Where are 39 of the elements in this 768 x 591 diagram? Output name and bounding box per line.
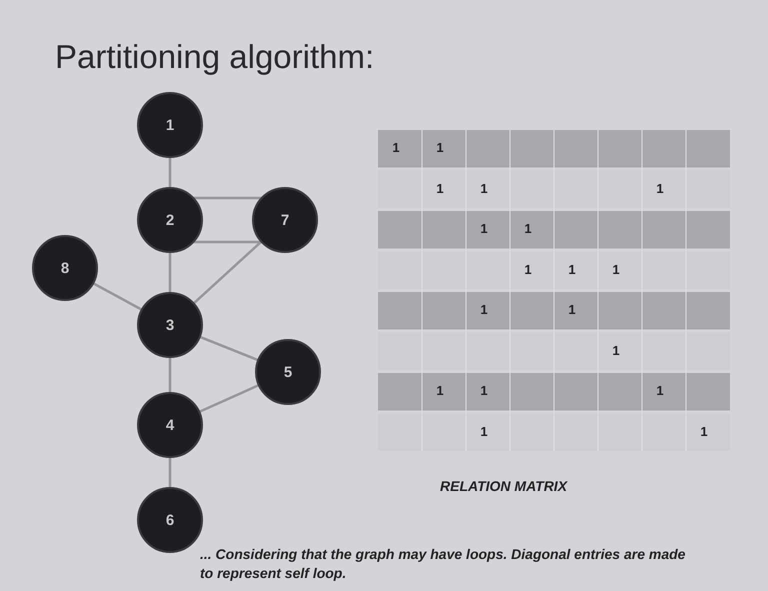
graph-edge-line <box>199 336 259 362</box>
matrix-entry: 1 <box>611 262 621 276</box>
graph-edge-line <box>168 457 172 488</box>
matrix-entry: 1 <box>435 180 445 196</box>
matrix-entry: 1 <box>567 262 577 276</box>
vertex-number: 1 <box>166 116 174 134</box>
matrix-entry: 1 <box>479 180 489 196</box>
graph-edge-line <box>168 252 172 293</box>
matrix-entry: 1 <box>479 383 489 398</box>
matrix-entry: 1 <box>435 140 445 155</box>
matrix-entry: 1 <box>479 221 489 236</box>
vertex-number: 4 <box>166 416 174 434</box>
matrix-entry: 1 <box>479 424 489 438</box>
matrix-entry: 1 <box>699 424 709 438</box>
matrix-entry: 1 <box>611 342 621 358</box>
vertex-number: 5 <box>284 364 292 380</box>
graph-edge-line <box>92 282 142 311</box>
matrix-entry: 1 <box>523 221 533 236</box>
vertex-number: 7 <box>280 212 290 228</box>
matrix-entry: 1 <box>479 302 489 317</box>
graph-edge-line <box>194 240 262 244</box>
vertex-number: 3 <box>166 316 174 334</box>
title: Partitioning algorithm: <box>55 38 374 76</box>
matrix-entry: 1 <box>655 180 665 196</box>
vertex-number: 8 <box>60 260 70 276</box>
vertex-number: 6 <box>166 512 174 528</box>
graph-edge-line <box>168 357 172 393</box>
matrix-entry: 1 <box>567 302 577 317</box>
matrix-entry: 1 <box>523 262 533 276</box>
matrix-entry: 1 <box>435 383 445 398</box>
graph-edge-line <box>168 157 172 188</box>
graph-edge-line <box>198 384 260 414</box>
matrix-entry: 1 <box>655 383 665 398</box>
vertex-number: 2 <box>166 212 174 228</box>
matrix-entry: 1 <box>391 140 401 155</box>
caption: ... Considering that the graph may have loops. Diagonal entries are made to represent self loop. <box>200 545 686 583</box>
graph-edge-line <box>194 196 262 200</box>
graph-edge-line <box>192 240 262 304</box>
matrix-title: RELATION MATRIX <box>440 478 568 494</box>
